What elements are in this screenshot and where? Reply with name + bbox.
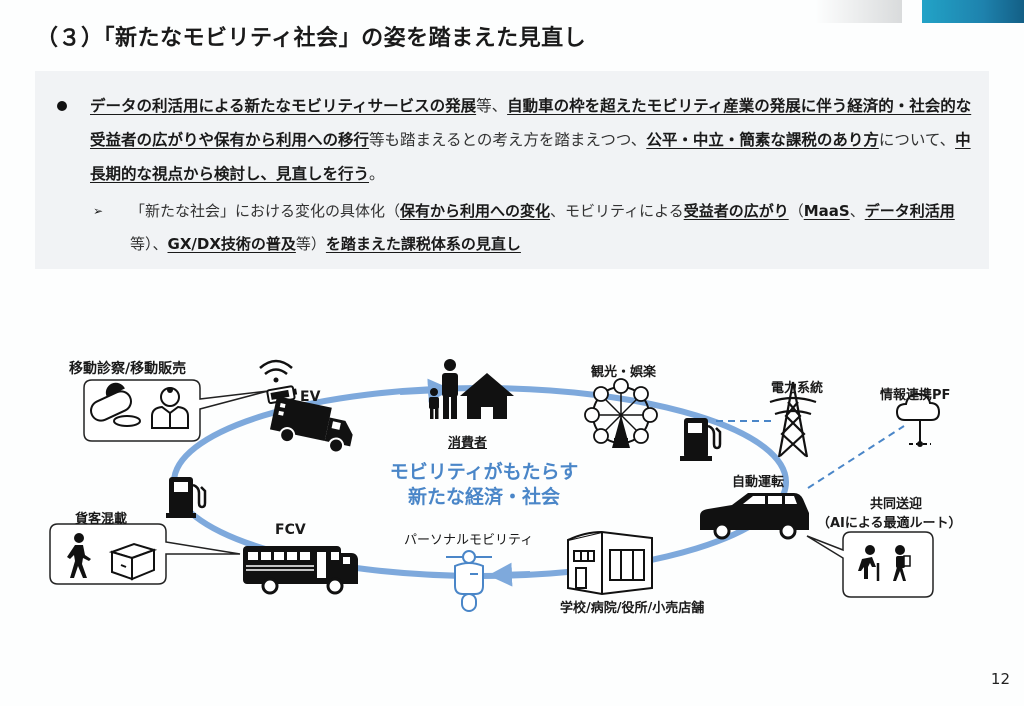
diagram-graphics — [49, 359, 941, 612]
main-bullet: データの利活用による新たなモビリティサービスの発展等、自動車の枠を超えたモビリテ… — [57, 89, 977, 191]
body-text: 「新たな社会」における変化の具体化（ — [130, 202, 401, 220]
emphasized-text: GX/DX技術の普及 — [167, 235, 296, 253]
arrowhead-bullet-icon: ➢ — [93, 204, 104, 218]
emphasized-text: 中長期的な視点から検討し、見直しを行う — [90, 131, 971, 183]
mobility-society-diagram: 移動診察/移動販売 EV 消費者 観光・娯楽 電力系統 情報連携PF 自動運転 … — [0, 300, 1024, 630]
page-number: 12 — [990, 670, 1010, 688]
doctor-icon — [151, 387, 189, 429]
consumer-icon — [429, 359, 514, 419]
body-text: 等） — [295, 235, 326, 253]
body-text: 等、 — [476, 97, 508, 115]
body-text: について、 — [878, 131, 956, 149]
child-backpack-icon — [893, 545, 911, 581]
label-tourism: 観光・娯楽 — [591, 365, 657, 380]
emphasized-text: 保有から利用への変化 — [400, 202, 551, 220]
bullet-dot-icon — [57, 101, 67, 111]
label-power-grid: 電力系統 — [771, 381, 824, 396]
callout-mixed-cargo — [49, 523, 241, 585]
label-autonomous-driving: 自動運転 — [732, 475, 785, 490]
wifi-icon — [259, 359, 293, 383]
center-title-line-2: 新たな経済・社会 — [407, 486, 560, 508]
diagram-center-title: モビリティがもたらす 新たな経済・社会 — [384, 460, 584, 510]
emphasized-text: MaaS — [803, 202, 850, 220]
emphasized-text: 公平・中立・簡素な課税のあり方 — [646, 131, 879, 149]
label-personal-mobility: パーソナルモビリティ — [404, 533, 534, 548]
fcv-bus-icon — [243, 546, 358, 595]
main-bullet-text: データの利活用による新たなモビリティサービスの発展等、自動車の枠を超えたモビリテ… — [90, 89, 977, 191]
fuel-pump-icon — [166, 477, 207, 518]
emphasized-text: を踏まえた課税体系の見直し — [325, 235, 521, 253]
body-text: 、モビリティによる — [550, 202, 684, 220]
header-decoration-accent — [922, 0, 1024, 23]
body-text: 、 — [849, 202, 865, 220]
callout-mobile-clinic — [83, 379, 269, 442]
body-text: 。 — [369, 165, 385, 183]
ev-truck-icon — [269, 396, 353, 454]
page-title: （３）「新たなモビリティ社会」の姿を踏まえた見直し — [36, 26, 587, 51]
ferris-wheel-icon — [584, 378, 658, 448]
label-ev: EV — [300, 389, 321, 405]
fuel-pump-icon — [680, 418, 722, 461]
walking-person-icon — [67, 533, 91, 578]
sub-bullet: ➢ 「新たな社会」における変化の具体化（保有から利用への変化、モビリティによる受… — [93, 195, 963, 261]
personal-mobility-scooter-icon — [446, 550, 492, 612]
label-shared-ride: 共同送迎 — [870, 497, 923, 512]
label-facilities: 学校/病院/役所/小売店舗 — [560, 601, 705, 616]
package-box-icon — [108, 542, 158, 581]
label-info-platform: 情報連携PF — [880, 388, 951, 403]
label-shared-ride-ai-route: （AIによる最適ルート） — [817, 516, 962, 531]
body-text: 等）、 — [130, 235, 168, 253]
sub-bullet-text: 「新たな社会」における変化の具体化（保有から利用への変化、モビリティによる受益者… — [130, 195, 963, 261]
emphasized-text: 自動車の枠を超えたモビリティ産業の発展に伴う経済的・社会的な受益者の広がりや保有… — [90, 97, 972, 149]
body-text: （ — [788, 202, 804, 220]
power-pylon-icon — [769, 381, 817, 458]
loop-arrow-bottom — [488, 562, 531, 587]
label-mobile-clinic: 移動診察/移動販売 — [69, 361, 187, 377]
header-decoration-fade — [815, 0, 902, 23]
emphasized-text: データ利活用 — [864, 202, 955, 220]
cloud-network-icon — [895, 392, 941, 447]
summary-box: データの利活用による新たなモビリティサービスの発展等、自動車の枠を超えたモビリテ… — [35, 71, 989, 269]
label-fcv: FCV — [275, 522, 306, 538]
label-consumer: 消費者 — [448, 436, 488, 451]
elderly-person-icon — [858, 545, 880, 581]
emphasized-text: 受益者の広がり — [683, 202, 789, 220]
emphasized-text: データの利活用による新たなモビリティサービスの発展 — [90, 97, 477, 115]
label-mixed-cargo: 貨客混載 — [75, 512, 128, 527]
callout-shared-ride — [806, 531, 934, 598]
autonomous-car-icon — [700, 493, 809, 540]
body-text: 等も踏まえるとの考え方を踏まえつつ、 — [369, 131, 647, 149]
dashed-link-info — [807, 425, 905, 489]
pill-icon — [90, 382, 141, 427]
building-facility-icon — [567, 530, 653, 596]
center-title-line-1: モビリティがもたらす — [389, 461, 579, 483]
